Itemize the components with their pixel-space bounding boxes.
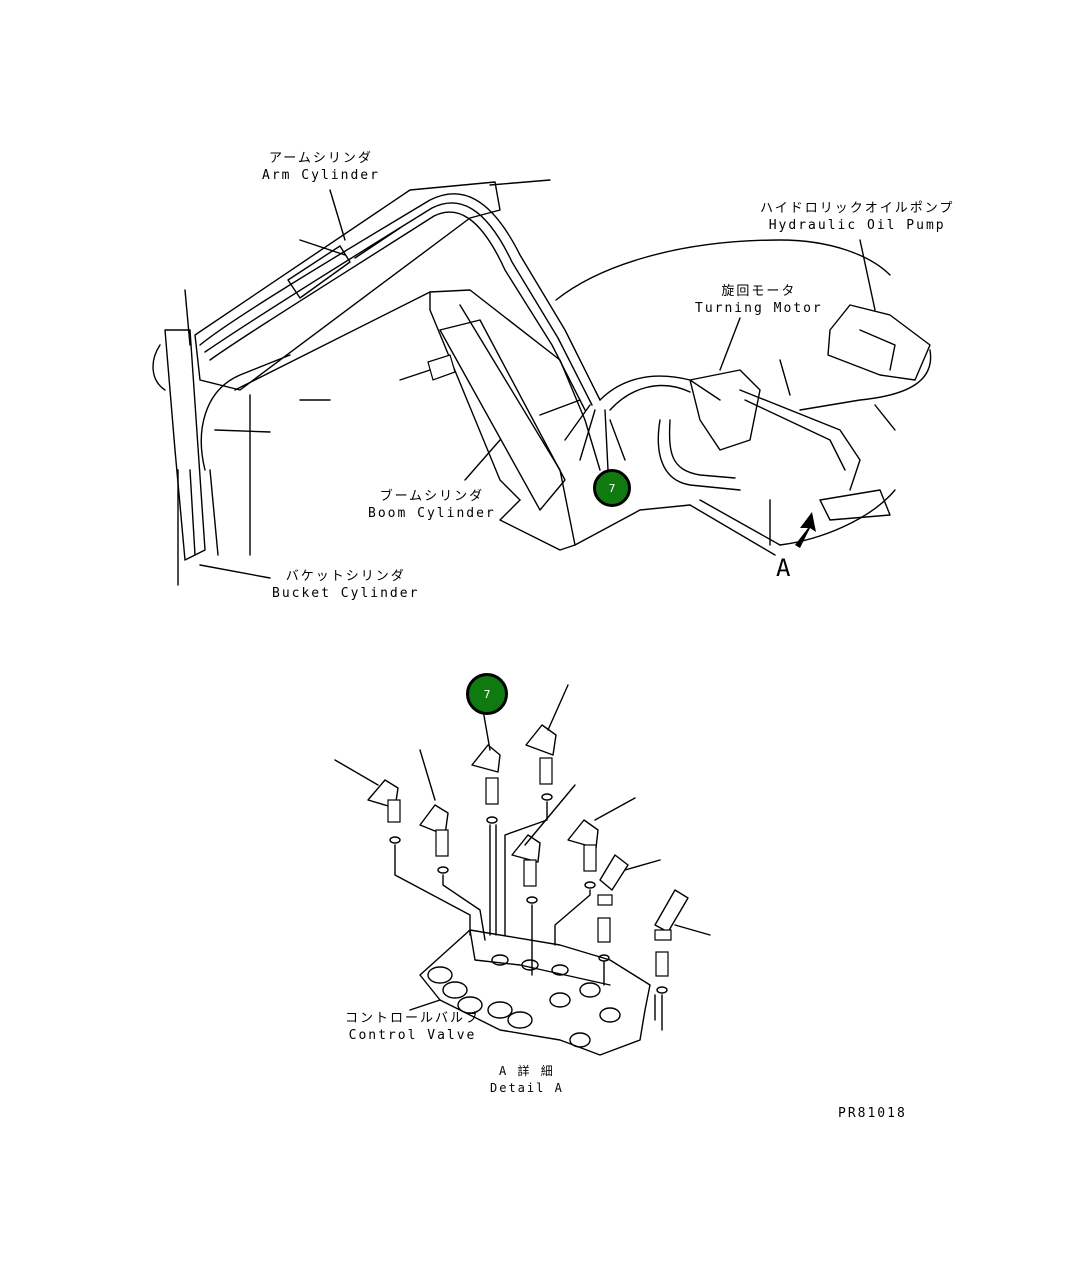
part-callout-7-upper[interactable]: 7 xyxy=(593,469,631,507)
hydraulic-pump-label-jp: ハイドロリックオイルポンプ xyxy=(760,201,955,216)
bucket-cylinder-label-jp: バケットシリンダ xyxy=(285,569,406,584)
boom-arm-drawing xyxy=(152,179,932,586)
turning-motor-label: 旋回モータ Turning Motor xyxy=(695,283,823,317)
control-valve-label-jp: コントロールバルブ xyxy=(345,1011,481,1026)
bucket-cylinder-label-en: Bucket Cylinder xyxy=(272,586,420,601)
part-callout-7-detail[interactable]: 7 xyxy=(466,673,508,715)
control-valve-label-en: Control Valve xyxy=(348,1028,477,1043)
detail-a-label-en: Detail A xyxy=(490,1081,564,1095)
hydraulic-pump-label-en: Hydraulic Oil Pump xyxy=(768,218,946,233)
control-valve-drawing xyxy=(334,684,711,1056)
arm-cylinder-label: アームシリンダ Arm Cylinder xyxy=(262,150,380,184)
detail-a-label: A 詳 細 Detail A xyxy=(490,1063,564,1097)
boom-cylinder-label: ブームシリンダ Boom Cylinder xyxy=(368,488,496,522)
control-valve-label: コントロールバルブ Control Valve xyxy=(345,1010,480,1044)
turning-motor-label-en: Turning Motor xyxy=(695,301,823,316)
arm-cylinder-label-jp: アームシリンダ xyxy=(269,151,373,166)
view-a-marker: A xyxy=(776,554,791,582)
boom-cylinder-label-en: Boom Cylinder xyxy=(368,506,496,521)
bucket-cylinder-label: バケットシリンダ Bucket Cylinder xyxy=(272,568,419,602)
detail-a-label-jp: A 詳 細 xyxy=(499,1064,555,1078)
hydraulic-pump-label: ハイドロリックオイルポンプ Hydraulic Oil Pump xyxy=(760,200,954,234)
drawing-number: PR81018 xyxy=(838,1106,907,1121)
arm-cylinder-label-en: Arm Cylinder xyxy=(262,168,380,183)
boom-cylinder-label-jp: ブームシリンダ xyxy=(379,489,485,504)
turning-motor-label-jp: 旋回モータ xyxy=(721,284,797,299)
